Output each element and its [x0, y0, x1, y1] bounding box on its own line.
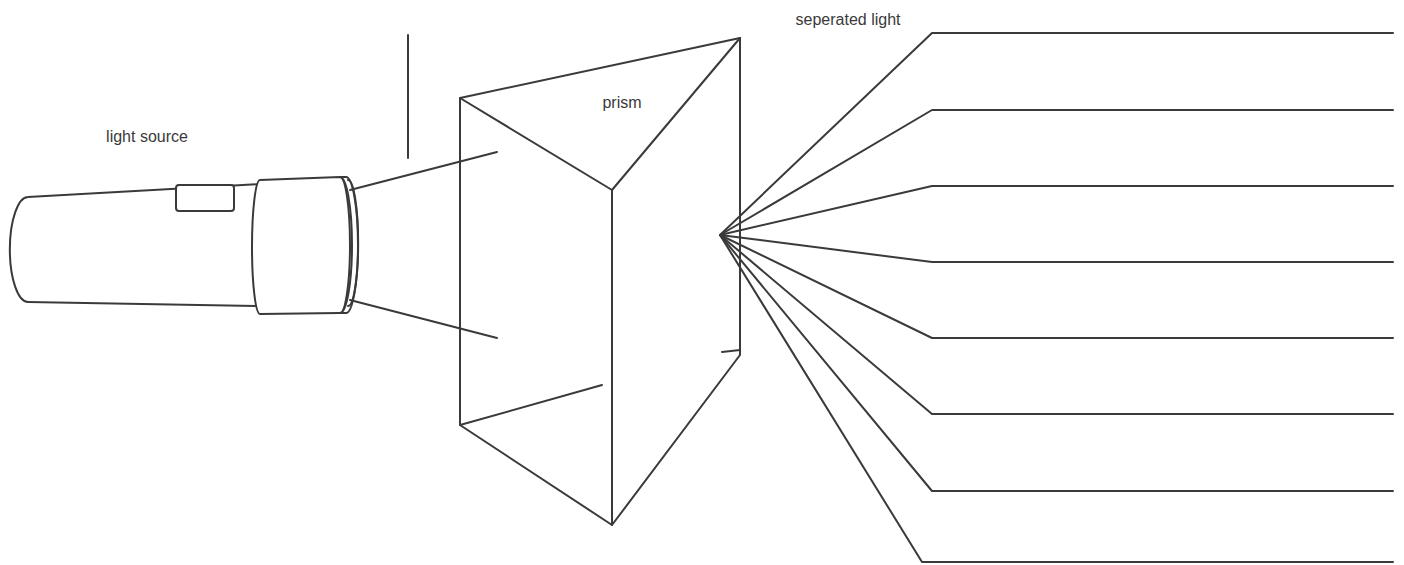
light-beam — [350, 300, 497, 338]
leader-line — [407, 35, 409, 158]
light-beam — [350, 152, 497, 190]
flashlight — [10, 177, 358, 314]
part-label: light source — [106, 129, 188, 145]
prism-shape — [460, 38, 740, 525]
part-label: seperated light — [796, 12, 901, 28]
part-label: prism — [602, 95, 641, 111]
light-rays — [720, 33, 1393, 562]
